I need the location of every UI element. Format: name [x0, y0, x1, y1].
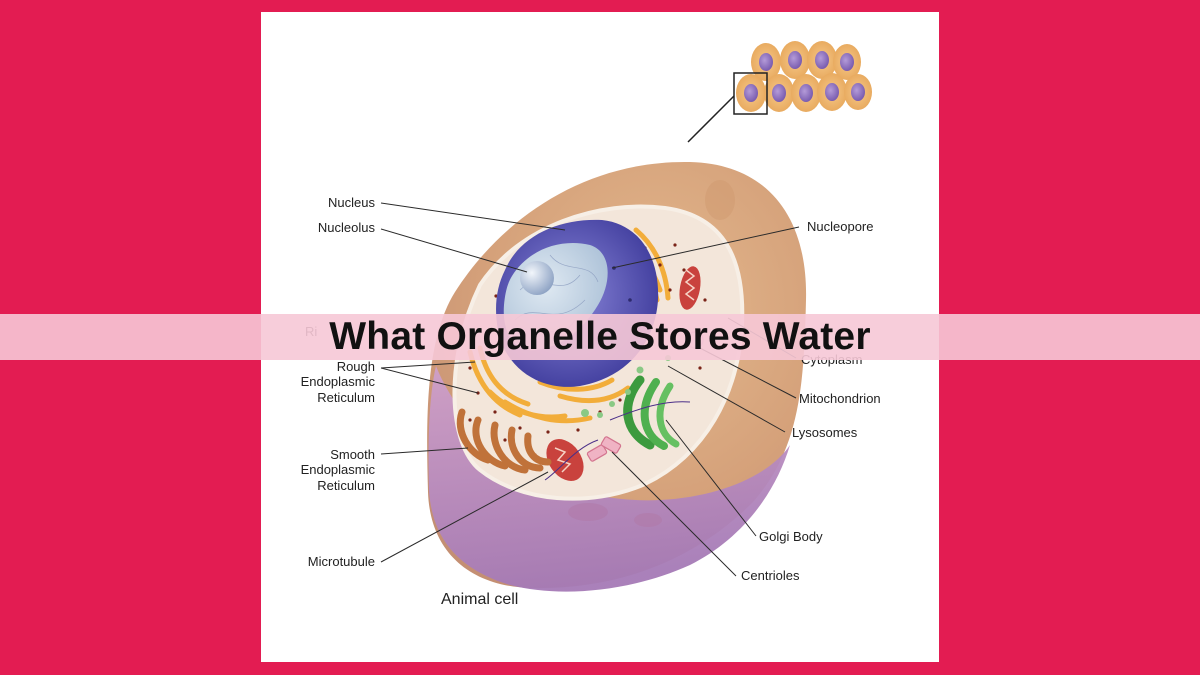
zoom-line [687, 95, 735, 143]
nucleolus [520, 261, 554, 295]
centrioles [586, 436, 622, 462]
smooth-er [456, 408, 552, 474]
label-rough-er-line3: Reticulum [317, 390, 375, 405]
zoom-box [733, 72, 768, 115]
label-nucleolus: Nucleolus [318, 220, 376, 235]
label-lysosomes: Lysosomes [792, 425, 858, 440]
label-rough-er-line1: Rough [337, 359, 375, 374]
label-centrioles: Centrioles [741, 568, 800, 583]
mitochondrion-lower [546, 439, 584, 481]
label-golgi-body: Golgi Body [759, 529, 823, 544]
label-smooth-er-line1: Smooth [330, 447, 375, 462]
label-rough-er-line2: Endoplasmic [301, 374, 376, 389]
cell-lower-shade [428, 366, 790, 592]
golgi-body [623, 375, 680, 450]
label-microtubule: Microtubule [308, 554, 375, 569]
tissue-cells [736, 41, 872, 112]
label-nucleus: Nucleus [328, 195, 375, 210]
vesicles [581, 355, 671, 418]
label-smooth-er-line3: Reticulum [317, 478, 375, 493]
mitochondrion-upper [679, 266, 701, 310]
microtubules [544, 401, 691, 481]
tissue-thumbnail [687, 41, 872, 143]
diagram-caption: Animal cell [441, 591, 518, 608]
label-smooth-er-line2: Endoplasmic [301, 462, 376, 477]
title-banner [0, 314, 1200, 360]
label-mitochondrion: Mitochondrion [799, 391, 881, 406]
labels: Nucleus Nucleolus Ri Rough Endoplasmic R… [301, 195, 881, 608]
label-nucleopore: Nucleopore [807, 219, 874, 234]
page-title: What Organelle Stores Water [329, 315, 871, 358]
